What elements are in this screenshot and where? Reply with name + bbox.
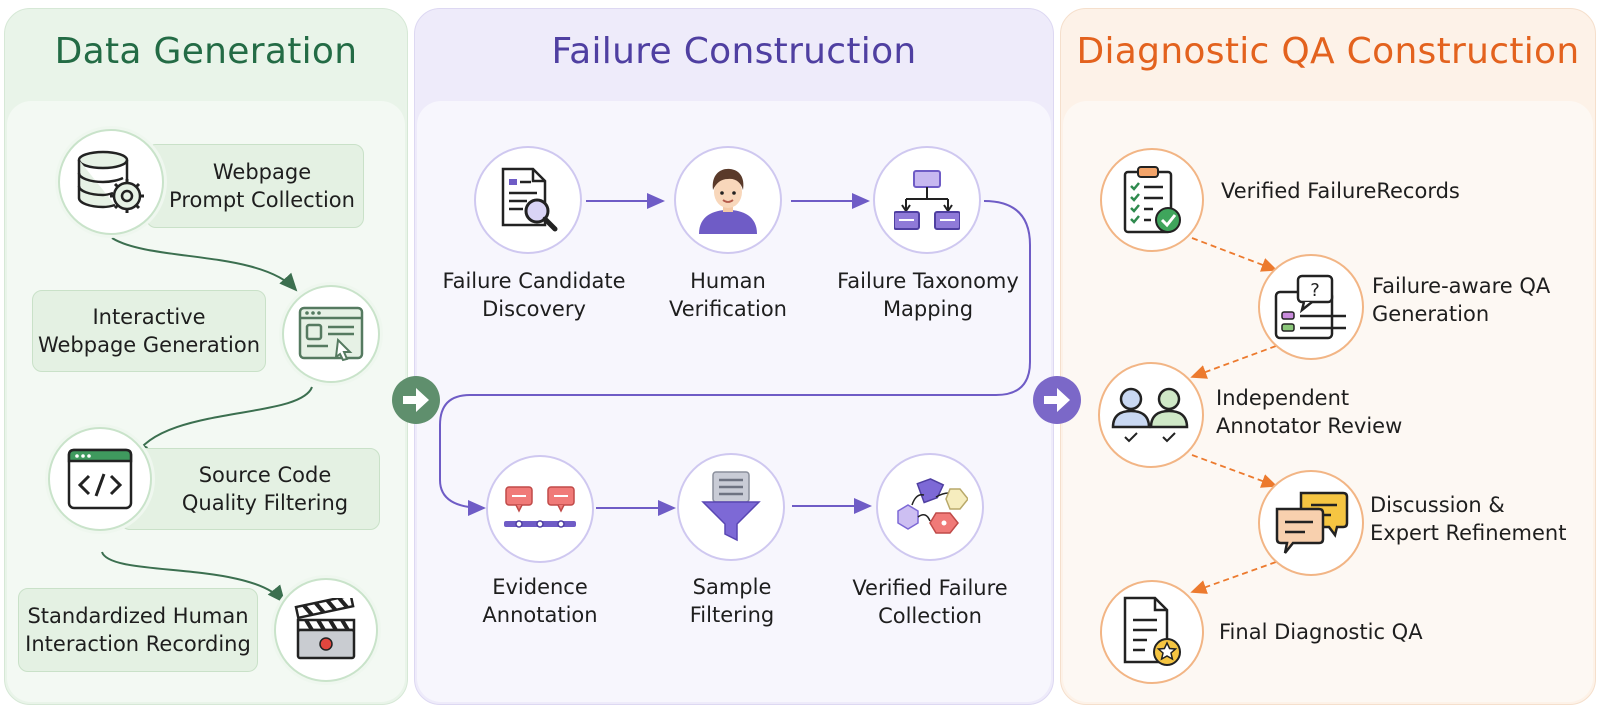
step-failure-taxonomy-mapping: Failure Taxonomy Mapping [826, 267, 1030, 323]
step-verified-failure-collection: Verified Failure Collection [832, 574, 1028, 630]
step-label-line1: Webpage [212, 160, 312, 184]
connector-qa-4 [1190, 561, 1277, 594]
step-label-line2: Quality Filtering [181, 491, 349, 515]
step-sample-filtering: Sample Filtering [644, 573, 820, 629]
step-verified-failure-records: Verified FailureRecords [1221, 177, 1521, 205]
connector-data-1 [111, 237, 298, 292]
two-reviewers-icon [1098, 362, 1204, 468]
step-standardized-human-interaction-recording: Standardized Human Interaction Recording [18, 588, 258, 672]
step-label-line1: Interactive [92, 305, 206, 329]
step-label-line1: Evidence [492, 575, 588, 599]
step-label-line2: Collection [878, 604, 982, 628]
step-label-line1: Failure Candidate [442, 269, 626, 293]
step-source-code-quality-filtering: Source Code Quality Filtering [120, 448, 380, 530]
question-card-icon: ? [1258, 254, 1364, 360]
step-evidence-annotation: Evidence Annotation [436, 573, 644, 629]
step-label-line2: Verification [669, 297, 787, 321]
connector-failure-loop [439, 200, 1031, 516]
connector-qa-3 [1191, 454, 1278, 488]
step-label-line2: Filtering [689, 603, 775, 627]
panel-title-diagnostic-qa: Diagnostic QA Construction [1076, 31, 1580, 72]
connector-data-3 [101, 551, 286, 604]
step-label-line1: Sample [692, 575, 772, 599]
step-label-line2: Annotator Review [1216, 414, 1403, 438]
step-label-line1: Verified FailureRecords [1221, 179, 1460, 203]
person-icon [674, 146, 782, 254]
step-human-verification: Human Verification [636, 267, 820, 323]
step-label-line2: Expert Refinement [1370, 521, 1567, 545]
step-label-line1: Standardized Human [27, 604, 249, 628]
tags-icon [876, 453, 984, 561]
step-label-line2: Interaction Recording [25, 632, 251, 656]
next-stage-arrow-icon-green [392, 376, 440, 424]
step-label-line1: Independent [1216, 386, 1350, 410]
step-failure-aware-qa-generation: Failure-aware QA Generation [1372, 272, 1592, 328]
funnel-icon [677, 453, 785, 561]
webpage-cursor-icon [282, 285, 380, 383]
document-star-icon [1100, 580, 1204, 684]
step-discussion-expert-refinement: Discussion & Expert Refinement [1370, 491, 1596, 547]
database-gear-icon [58, 129, 164, 235]
step-label-line1: Source Code [198, 463, 332, 487]
step-final-diagnostic-qa: Final Diagnostic QA [1219, 618, 1519, 646]
timeline-markers-icon [486, 455, 594, 563]
step-label-line1: Discussion & [1370, 493, 1505, 517]
step-label-line2: Prompt Collection [169, 188, 355, 212]
step-interactive-webpage-generation: Interactive Webpage Generation [32, 290, 266, 372]
step-label-line1: Human [690, 269, 766, 293]
panel-failure-construction: Failure Construction [414, 8, 1054, 705]
svg-text:?: ? [1310, 280, 1320, 301]
step-label-line1: Final Diagnostic QA [1219, 620, 1423, 644]
clipboard-check-icon [1100, 148, 1204, 252]
code-window-icon [48, 427, 152, 531]
step-label-line2: Mapping [882, 297, 974, 321]
document-search-icon [474, 146, 582, 254]
step-label-line1: Verified Failure [852, 576, 1008, 600]
chat-bubbles-icon [1258, 470, 1364, 576]
step-label-line1: Failure-aware QA [1372, 274, 1551, 298]
next-stage-arrow-icon-purple [1033, 376, 1081, 424]
step-webpage-prompt-collection: Webpage Prompt Collection [146, 144, 364, 228]
connector-qa-1 [1191, 237, 1278, 272]
step-label-line2: Discovery [482, 297, 586, 321]
connector-data-2 [133, 386, 313, 460]
clapperboard-icon [274, 578, 378, 682]
step-label-line2: Webpage Generation [37, 333, 261, 357]
step-independent-annotator-review: Independent Annotator Review [1216, 384, 1456, 440]
connector-qa-2 [1190, 345, 1277, 379]
step-label-line1: Failure Taxonomy [837, 269, 1019, 293]
panel-title-failure-construction: Failure Construction [551, 31, 917, 72]
step-label-line2: Annotation [482, 603, 598, 627]
step-failure-candidate-discovery: Failure Candidate Discovery [426, 267, 642, 323]
panel-title-data-generation: Data Generation [54, 31, 358, 72]
step-label-line2: Generation [1372, 302, 1490, 326]
hierarchy-icon [873, 146, 981, 254]
